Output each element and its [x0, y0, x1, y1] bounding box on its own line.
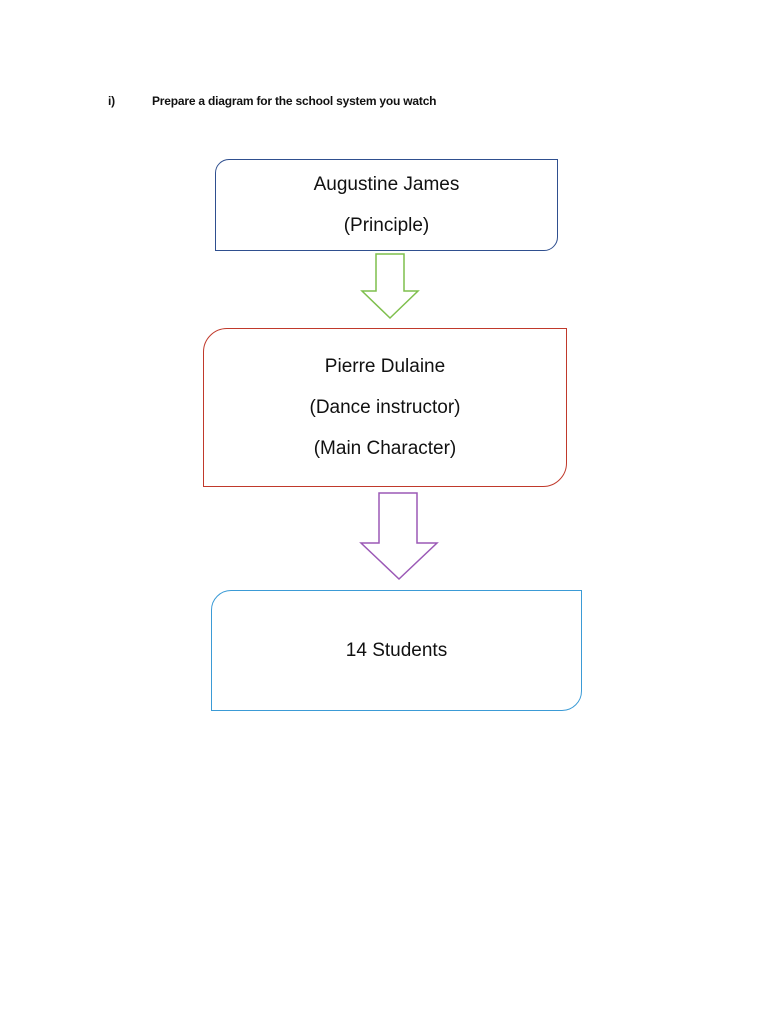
question-text: Prepare a diagram for the school system …	[152, 94, 437, 108]
instructor-box: Pierre Dulaine (Dance instructor) (Main …	[203, 328, 567, 487]
arrow-principal-to-instructor	[360, 253, 420, 320]
students-label: 14 Students	[345, 639, 448, 661]
down-arrow-icon	[360, 253, 420, 320]
principal-role: (Principle)	[343, 215, 430, 236]
instructor-name: Pierre Dulaine	[324, 356, 446, 377]
principal-box: Augustine James (Principle)	[215, 159, 558, 251]
instructor-role: (Dance instructor)	[309, 397, 461, 418]
question-number: i)	[108, 94, 115, 108]
principal-name: Augustine James	[313, 174, 460, 195]
down-arrow-icon	[359, 492, 439, 581]
instructor-note: (Main Character)	[313, 438, 457, 459]
students-box: 14 Students	[211, 590, 582, 711]
arrow-instructor-to-students	[359, 492, 439, 581]
